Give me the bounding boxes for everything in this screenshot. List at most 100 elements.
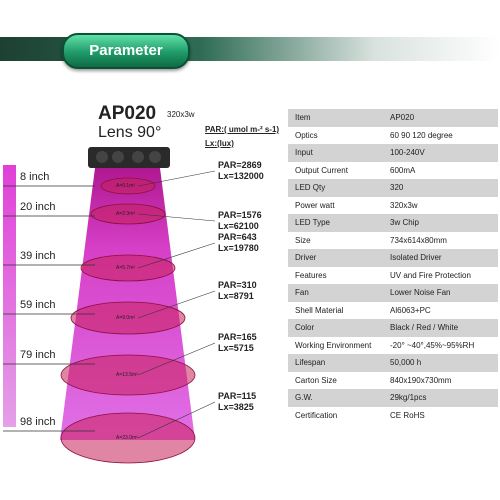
spec-key: Driver bbox=[288, 249, 383, 267]
par-value: PAR=115 bbox=[218, 391, 257, 401]
distance-label: 59 inch bbox=[20, 299, 56, 311]
spec-key: Features bbox=[288, 266, 383, 284]
distance-scale-bar bbox=[3, 165, 16, 427]
spec-key: Power watt bbox=[288, 196, 383, 214]
coverage-ring bbox=[90, 203, 166, 225]
spec-row: Working Environment-20° ~40°,45%~95%RH bbox=[288, 336, 498, 354]
par-value: PAR=643 bbox=[218, 232, 257, 242]
leader-line bbox=[137, 213, 216, 222]
par-value: PAR=310 bbox=[218, 280, 257, 290]
leader-line bbox=[137, 290, 216, 319]
spec-key: Item bbox=[288, 109, 383, 127]
grow-light-lamp bbox=[88, 147, 170, 168]
spec-key: Lifespan bbox=[288, 354, 383, 372]
spec-key: LED Type bbox=[288, 214, 383, 232]
power-spec: 320x3w bbox=[167, 110, 195, 119]
spec-key: Color bbox=[288, 319, 383, 337]
lux-value: Lx=3825 bbox=[218, 402, 254, 412]
spec-key: Working Environment bbox=[288, 336, 383, 354]
coverage-area: A=0.1m² bbox=[116, 183, 136, 189]
spec-value: 600mA bbox=[383, 161, 498, 179]
spec-key: LED Qty bbox=[288, 179, 383, 197]
coverage-area: A=9.0m² bbox=[116, 315, 136, 321]
leader-line bbox=[137, 170, 216, 187]
spec-value: Black / Red / White bbox=[383, 319, 498, 337]
par-value: PAR=2869 bbox=[218, 160, 262, 170]
spec-value: 100-240V bbox=[383, 144, 498, 162]
par-unit: PAR:( umol m-² s-1) bbox=[205, 125, 280, 134]
spec-value: -20° ~40°,45%~95%RH bbox=[383, 336, 498, 354]
spec-value: Lower Noise Fan bbox=[383, 284, 498, 302]
spec-value: UV and Fire Protection bbox=[383, 266, 498, 284]
spec-value: AP020 bbox=[383, 109, 498, 127]
spec-value: 840x190x730mm bbox=[383, 371, 498, 389]
spec-key: Shell Material bbox=[288, 301, 383, 319]
lux-value: Lx=5715 bbox=[218, 343, 254, 353]
leader-line bbox=[137, 242, 216, 269]
lux-value: Lx=19780 bbox=[218, 243, 259, 253]
spec-value: 320 bbox=[383, 179, 498, 197]
spec-value: Isolated Driver bbox=[383, 249, 498, 267]
lux-value: Lx=8791 bbox=[218, 291, 254, 301]
spec-value: 50,000 h bbox=[383, 354, 498, 372]
lux-unit: Lx:(lux) bbox=[205, 139, 234, 148]
coverage-area: A=5.7m² bbox=[116, 265, 136, 271]
leader-line bbox=[137, 401, 216, 439]
spec-value: Al6063+PC bbox=[383, 301, 498, 319]
spec-value: 60 90 120 degree bbox=[383, 126, 498, 144]
spec-key: Output Current bbox=[288, 161, 383, 179]
spec-row: G.W.29kg/1pcs bbox=[288, 389, 498, 407]
model-name: AP020 bbox=[98, 103, 157, 124]
spec-value: CE RoHS bbox=[383, 406, 498, 424]
coverage-area: A=2.3m² bbox=[116, 211, 136, 217]
lens-angle: Lens 90° bbox=[98, 124, 162, 141]
distance-label: 39 inch bbox=[20, 250, 56, 262]
leader-line bbox=[137, 342, 216, 376]
coverage-ring bbox=[60, 412, 196, 464]
spec-value: 3w Chip bbox=[383, 214, 498, 232]
spec-key: Size bbox=[288, 231, 383, 249]
coverage-ring bbox=[100, 177, 156, 195]
lux-value: Lx=132000 bbox=[218, 171, 264, 181]
distance-label: 79 inch bbox=[20, 349, 56, 361]
spec-value: 29kg/1pcs bbox=[383, 389, 498, 407]
spec-key: Input bbox=[288, 144, 383, 162]
lux-value: Lx=62100 bbox=[218, 221, 259, 231]
spec-key: G.W. bbox=[288, 389, 383, 407]
par-value: PAR=165 bbox=[218, 332, 257, 342]
spec-key: Optics bbox=[288, 126, 383, 144]
par-value: PAR=1576 bbox=[218, 210, 262, 220]
distance-label: 98 inch bbox=[20, 416, 56, 428]
coverage-ring bbox=[80, 254, 176, 282]
spec-key: Carton Size bbox=[288, 371, 383, 389]
coverage-ring bbox=[70, 301, 186, 335]
coverage-area: A=23.0m² bbox=[116, 435, 138, 441]
distance-label: 8 inch bbox=[20, 171, 50, 183]
parameter-banner: Parameter bbox=[62, 33, 190, 69]
spec-key: Certification bbox=[288, 406, 383, 424]
spec-value: 734x614x80mm bbox=[383, 231, 498, 249]
coverage-area: A=13.5m² bbox=[116, 372, 138, 378]
distance-label: 20 inch bbox=[20, 201, 56, 213]
